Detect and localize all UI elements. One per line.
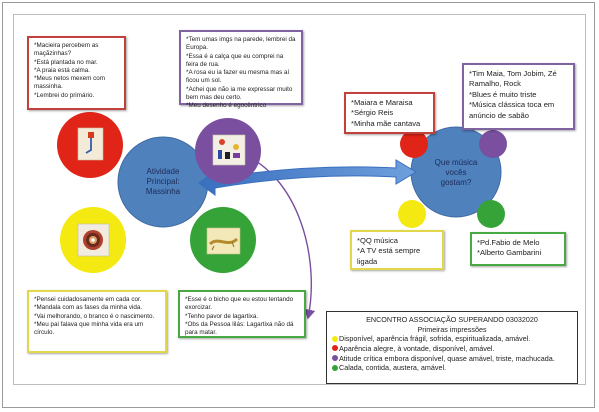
note-music-red-item: *Sérgio Reis (351, 108, 394, 118)
legend-title: ENCONTRO ASSOCIAÇÃO SUPERANDO 03032020 (366, 315, 538, 324)
legend-entry-red: Aparência alegre, à vontade, disponível,… (332, 344, 572, 354)
note-music-yellow: *QQ música *A TV está sempre ligada (350, 230, 444, 270)
note-music-red-item: *Maiara e Maraisa (351, 98, 413, 107)
note-purple-item: *Achei que não ia me expressar muito bem… (186, 85, 293, 102)
legend-entry-text: Aparência alegre, à vontade, disponível,… (339, 343, 495, 353)
yellow-dot-icon (332, 335, 338, 342)
legend-entry-text: Atitude crítica embora disponível, quase… (339, 353, 555, 363)
note-green-item: *Obs da Pessoa lilás: Lagartixa não dá p… (185, 320, 294, 337)
hub-right-line: vocês (445, 168, 467, 177)
note-yellow-item: *Pensei cuidadosamente em cada cor. (34, 296, 142, 303)
note-music-purple-item: *Blues é muito triste (469, 89, 537, 99)
note-music-purple: *Tim Maia, Tom Jobim, Zé Ramalho, Rock *… (462, 63, 575, 130)
hub-right-label: Que música vocês gostam? (421, 158, 491, 188)
small-purple-circle (479, 130, 507, 158)
note-purple-item: *Meu desenho é egocêntrico (186, 102, 267, 110)
double-arrow (198, 159, 417, 196)
note-yellow-item: *Meu pai falava que minha vida era um cí… (34, 320, 144, 337)
note-music-green-item: *Alberto Gambarini (477, 248, 542, 258)
legend-entry-text: Calada, contida, austera, amável. (339, 363, 447, 373)
connector-curve (237, 151, 316, 320)
note-music-red-item: *Minha mãe cantava (351, 118, 421, 128)
note-music-yellow-item: *QQ música (357, 236, 398, 245)
red-photo (77, 127, 104, 161)
small-red-circle (400, 130, 428, 158)
hub-left-line: Principal: (146, 177, 180, 186)
note-music-red: *Maiara e Maraisa *Sérgio Reis *Minha mã… (344, 92, 435, 134)
note-green-item: *Esse é o bicho que eu estou tentando ex… (185, 296, 294, 312)
hub-right-line: Que música (434, 158, 478, 167)
small-green-circle (477, 200, 505, 228)
note-purple-item: *Tem umas imgs na parede, lembrei da Eur… (186, 36, 296, 52)
legend-entry-green: Calada, contida, austera, amável. (332, 363, 572, 373)
yellow-photo (77, 223, 110, 257)
hub-left-label: Atividade Principal: Massinha (128, 167, 198, 197)
note-green-item: *Tenho pavor de lagartixa. (185, 312, 259, 320)
note-red-item: *Lembrei do primário. (34, 91, 95, 99)
green-photo (206, 227, 241, 255)
note-purple-item: *A rosa eu ia fazer eu mesma mas aí fico… (186, 69, 290, 85)
note-red-item: *Está plantada no mar. (34, 58, 98, 66)
legend-box: ENCONTRO ASSOCIAÇÃO SUPERANDO 03032020 P… (326, 311, 578, 384)
note-red-item: *Macieira percebem as maçãzinhas? (34, 42, 99, 58)
note-yellow: *Pensei cuidadosamente em cada cor. *Man… (27, 290, 167, 353)
hub-right-line: gostam? (440, 178, 472, 187)
note-purple-item: *Essa é a calça que eu comprei na feira … (186, 52, 284, 68)
note-red: *Macieira percebem as maçãzinhas? *Está … (27, 36, 126, 110)
note-yellow-item: *Mandala com as fases da minha vida. (34, 304, 143, 312)
note-music-green-item: *Pd.Fabio de Melo (477, 238, 540, 247)
note-music-green: *Pd.Fabio de Melo *Alberto Gambarini (470, 232, 566, 266)
hub-left-line: Atividade (146, 167, 180, 176)
note-red-item: *Meus netos mexem com massinha. (34, 75, 106, 91)
green-dot-icon (332, 364, 338, 371)
note-green: *Esse é o bicho que eu estou tentando ex… (178, 290, 306, 338)
note-music-purple-item: *Tim Maia, Tom Jobim, Zé Ramalho, Rock (469, 69, 557, 89)
note-purple: *Tem umas imgs na parede, lembrei da Eur… (179, 30, 303, 109)
red-dot-icon (332, 345, 338, 352)
outer-frame (2, 2, 595, 408)
legend-entry-yellow: Disponível, aparência frágil, sofrida, e… (332, 334, 572, 344)
legend-entry-purple: Atitude crítica embora disponível, quase… (332, 354, 572, 364)
legend-entry-text: Disponível, aparência frágil, sofrida, e… (339, 334, 531, 344)
hub-left-line: Massinha (145, 187, 181, 196)
inner-frame (13, 14, 586, 385)
purple-dot-icon (332, 355, 338, 362)
purple-photo (212, 134, 246, 166)
small-yellow-circle (398, 200, 426, 228)
legend-subtitle: Primeiras impressões (417, 324, 487, 334)
note-red-item: *A praia está calma. (34, 66, 91, 74)
note-music-purple-item: *Música clássica toca em anúncio de sabã… (469, 100, 555, 120)
note-yellow-item: *Vai melhorando, o branco é o nascimento… (34, 312, 155, 320)
note-music-yellow-item: *A TV está sempre ligada (357, 246, 421, 266)
